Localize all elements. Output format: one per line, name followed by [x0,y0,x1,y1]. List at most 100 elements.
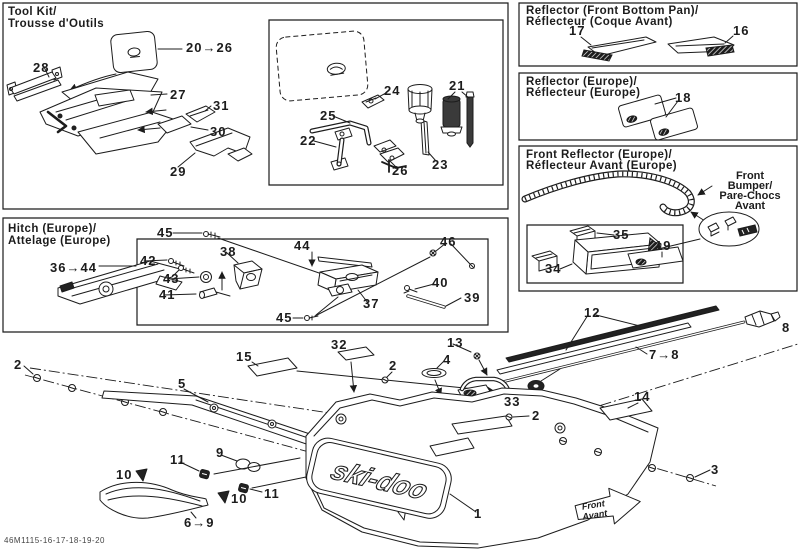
part-18-reflector-b-drawing [650,107,698,140]
callout-5: 5 [178,376,186,391]
part-2-screws-left-drawing [34,375,167,416]
part-21-spark-plug-drawing [408,85,474,148]
part-12-strip-a-drawing [506,306,719,362]
part-12-strip-b-drawing [497,323,691,374]
callout-42: 42 [140,253,156,268]
leader-detail-to-holder [654,239,700,250]
part-11-nut-b-drawing [238,483,249,493]
part-1-bottom-pan-drawing: ski-doo [303,388,658,548]
arrow-31-to-kit [145,107,166,116]
callout-36-44: 36→44 [50,260,97,275]
callouts: 28 20→26 27 31 30 29 24 21 25 22 26 23 1… [14,23,790,530]
hitch-box [3,218,508,332]
part-2-screw-mid-drawing [382,377,388,383]
tool-kit-box [3,3,508,209]
leader-17 [581,37,591,45]
part-30-foam-drawing [158,116,191,133]
front-reflector-title-fr: Réflecteur Avant (Europe) [526,160,677,172]
bumper-detail-circle-drawing [699,212,759,246]
part-24-clamp-drawing [362,95,384,108]
reflector-eu-title-en: Reflector (Europe)/ [526,76,638,88]
tool-kit-contents-box [269,20,503,185]
callout-2b: 2 [389,358,397,373]
callout-22: 22 [300,133,316,148]
bumper-note-line3: Pare-Chocs [719,190,780,202]
tool-kit-title-en: Tool Kit/ [8,6,57,18]
part-32-panel-drawing [338,347,374,360]
callout-23: 23 [432,157,448,172]
part-3-screws-drawing [560,438,694,482]
part-34-clip-drawing [532,251,557,271]
tools-pouch-dashed-drawing [275,30,368,101]
leader-9 [221,455,237,461]
leader-18 [655,98,678,117]
part-31-foam-drawing [186,106,215,122]
leader-4 [437,361,444,368]
callout-32: 32 [331,337,347,352]
callout-4: 4 [443,352,451,367]
grommet-drawing [528,369,560,392]
part-38-bracket-drawing [234,261,262,289]
leader-1 [450,494,476,512]
leader-11a [180,462,199,471]
callout-45a: 45 [157,225,173,240]
front-bumper-tube-drawing [525,174,691,213]
part-10-clip-b-drawing [218,491,229,503]
callout-10a: 10 [116,467,132,482]
callout-15: 15 [236,349,252,364]
callout-30: 30 [210,124,226,139]
leader-13 [453,344,471,352]
callout-2c: 2 [532,408,540,423]
leader-43 [168,277,199,279]
leader-26 [390,161,398,169]
callout-38: 38 [220,244,236,259]
leader-39 [446,298,461,306]
callout-40: 40 [432,275,448,290]
part-19-reflector-strip-drawing [628,247,683,268]
leader-15 [252,362,258,366]
part-15-panel-drawing [248,358,297,376]
callout-45b: 45 [276,310,292,325]
callout-35: 35 [613,227,629,242]
bumper-note-line1: Front [736,170,764,182]
part-37-hitch-body-drawing [318,265,378,296]
front-arrow-line2: Avant [581,508,609,522]
leader-7-8 [636,347,647,354]
reflector-front-bottom-pan-box [519,3,797,66]
callout-11b: 11 [264,486,280,501]
hitch-cross-line [315,257,430,316]
sheet-code: 46M1115-16-17-18-19-20 [4,536,105,545]
part-23-strip-drawing [421,120,429,155]
section-frames [3,3,797,332]
callout-44: 44 [294,238,310,253]
leader-22 [314,141,336,147]
arrow-detail-to-bumper [690,212,705,221]
bumper-note-line4: Avant [735,200,765,212]
callout-43: 43 [163,271,179,286]
reflector-eu-title-fr: Réflecteur (Europe) [526,87,640,99]
reflector-fbp-title-fr: Réflecteur (Coque Avant) [526,16,673,28]
leader-46 [436,243,470,264]
part-42-screws-drawing [169,259,195,274]
part-27-toolkit-drawing [40,72,176,154]
callout-13: 13 [447,335,463,350]
leader-27 [151,94,167,95]
leader-14 [628,403,638,408]
tool-kit-title-fr: Trousse d'Outils [8,18,104,30]
callout-31: 31 [213,98,229,113]
hitch-title-en: Hitch (Europe)/ [8,223,97,235]
callout-8: 8 [782,320,790,335]
leader-2b [387,372,392,377]
callout-9: 9 [216,445,224,460]
part-45-screw-bottom-drawing [305,316,319,321]
leader-40 [415,284,434,289]
part-11-nut-a-drawing [199,469,210,479]
part-45-screw-top-drawing [204,232,221,239]
leader-16 [725,36,733,43]
part-4-cap-drawing [422,369,446,378]
leader-38 [226,252,238,263]
callout-39: 39 [464,290,480,305]
part-17-reflector-drawing [582,37,656,61]
leader-24 [375,93,386,99]
callout-37: 37 [363,296,379,311]
